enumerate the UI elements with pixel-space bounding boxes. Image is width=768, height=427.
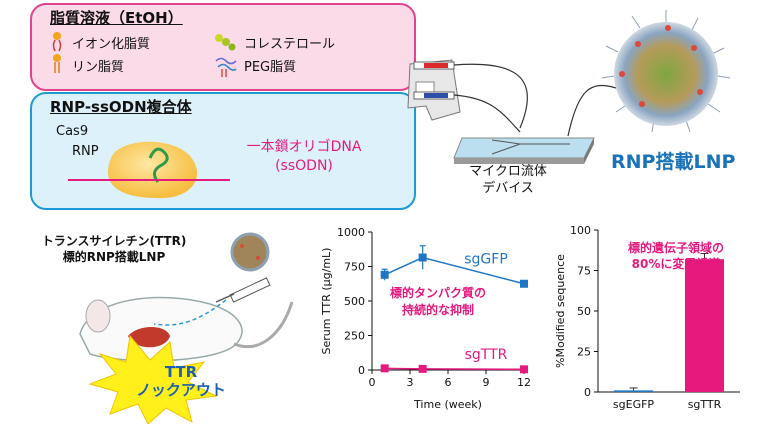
rnp-complex-graphic <box>68 141 230 199</box>
y-tick-label: 50 <box>577 305 591 318</box>
series-line-sgTTR <box>384 367 525 371</box>
knockout-label-line1: TTR <box>164 363 198 381</box>
rnp-panel-title: RNP-ssODN複合体 <box>50 98 192 116</box>
device-label-line2: デバイス <box>482 181 534 196</box>
lipid-item-cholesterol: コレステロール <box>244 37 336 52</box>
mouse-title-line2: 標的RNP搭載LNP <box>62 250 166 264</box>
x-tick-label: 6 <box>445 376 452 389</box>
guide-rna-strand <box>148 147 169 183</box>
lnp-core <box>614 22 718 126</box>
cholesterol-icon <box>215 34 236 51</box>
lipid-panel-title: 脂質溶液（EtOH） <box>50 9 183 27</box>
knockout-starburst <box>88 334 218 424</box>
mouse-ear <box>85 299 111 333</box>
mixing-channel <box>491 139 570 155</box>
blood-path <box>153 299 227 326</box>
x-tick-label: 9 <box>483 376 490 389</box>
data-point-sgTTR <box>380 364 389 373</box>
knockout-label-line2: ノックアウト <box>136 381 226 399</box>
y-tick-label: 100 <box>570 224 591 237</box>
annotation-line1: 標的遺伝子領域の <box>628 240 724 255</box>
ionizable-lipid-icon <box>52 32 62 52</box>
mouse-injection-graphic <box>79 232 294 424</box>
y-tick-label: 750 <box>344 261 365 274</box>
y-axis-label: Serum TTR (μg/mL) <box>320 248 333 355</box>
y-axis-label: %Modified sequence <box>554 254 567 368</box>
tubing-outlet <box>567 84 617 137</box>
y-tick-label: 1000 <box>337 226 365 239</box>
annotation-line1: 標的タンパク質の <box>390 285 486 300</box>
data-point-sgTTR <box>520 365 528 374</box>
ssodn-label-line2: (ssODN) <box>275 158 333 174</box>
lipid-solution-panel: 脂質溶液（EtOH） イオン化脂質 リン脂質 コレステロール PEG脂質 <box>30 3 416 91</box>
modified-sequence-chart: 0 25 50 75 100 %Modified sequence sgEGFP sgTTR 標… <box>554 224 740 411</box>
annotation-line2: 80%に変異誘導 <box>632 256 721 271</box>
x-tick-label: 0 <box>369 376 376 389</box>
lipid-item-phospholipid: リン脂質 <box>72 60 125 75</box>
tubing-rnp <box>453 94 521 133</box>
lipid-item-ionizable: イオン化脂質 <box>72 37 151 52</box>
cas9-protein-shape <box>107 141 198 199</box>
y-tick-label: 75 <box>577 265 591 278</box>
microfluidic-setup-graphic <box>407 59 617 164</box>
cas9-label: Cas9 <box>56 124 89 139</box>
tubing-lipid <box>453 63 528 129</box>
x-tick-label: 12 <box>517 376 531 389</box>
injection-syringe-icon <box>215 277 271 303</box>
small-lnp-icon <box>230 232 270 272</box>
y-tick-label: 0 <box>358 364 365 377</box>
device-label-line1: マイクロ流体 <box>469 164 547 179</box>
y-tick-label: 25 <box>577 346 591 359</box>
y-tick-label: 250 <box>344 330 365 343</box>
x-tick-label: sgTTR <box>688 398 722 411</box>
data-point-sgGFP <box>520 279 528 288</box>
x-tick-label: 3 <box>407 376 414 389</box>
microfluidic-chip-top <box>453 137 595 159</box>
bar-sgEGFP <box>613 390 654 392</box>
mouse-tail <box>233 301 294 349</box>
ssodn-label-line1: 一本鎖オリゴDNA <box>246 139 362 155</box>
phospholipid-icon <box>53 54 61 73</box>
x-tick-label: sgEGFP <box>613 398 655 411</box>
y-tick-label: 0 <box>584 386 591 399</box>
series-label-sgttr: sgTTR <box>465 347 508 363</box>
annotation-line2: 持続的な抑制 <box>402 302 474 317</box>
series-label-sggfp: sgGFP <box>464 252 508 268</box>
data-point-sgGFP <box>380 270 389 279</box>
x-axis-label: Time (week) <box>413 398 482 411</box>
lipid-item-peg: PEG脂質 <box>244 60 297 75</box>
rnp-label: RNP <box>72 144 99 159</box>
liver-icon <box>128 327 170 348</box>
peg-lipid-icon <box>215 57 237 77</box>
bar-sgTTR <box>684 259 725 392</box>
data-point-sgTTR <box>418 364 427 373</box>
mouse-title-line1: トランスサイレチン(TTR) <box>41 234 187 248</box>
lnp-label: RNP搭載LNP <box>611 151 736 173</box>
y-tick-label: 500 <box>344 295 365 308</box>
rnp-lnp-particle-graphic <box>601 10 731 133</box>
data-point-sgGFP <box>418 253 427 262</box>
rnp-ssodn-panel: RNP-ssODN複合体 Cas9 RNP 一本鎖オリゴDNA (ssODN) <box>30 92 416 210</box>
